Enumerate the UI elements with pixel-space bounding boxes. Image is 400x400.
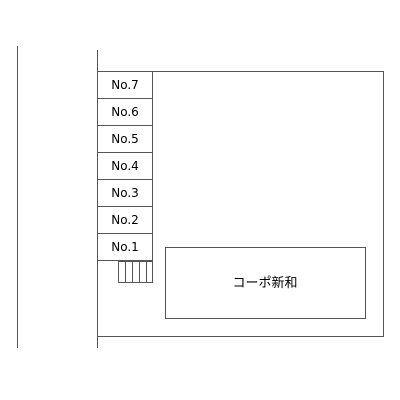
parking-slot-label: No.1	[111, 240, 139, 254]
parking-slot-label: No.5	[111, 132, 139, 146]
parking-slot-label: No.7	[111, 78, 139, 92]
parking-slot: No.7	[97, 71, 153, 99]
staircase-outline	[118, 261, 153, 283]
parking-slot-box	[97, 71, 153, 99]
building-outline	[165, 247, 366, 319]
parking-slot-box	[97, 233, 153, 261]
parking-slot: No.5	[97, 125, 153, 153]
staircase	[118, 261, 153, 283]
parking-slot-box	[97, 152, 153, 180]
parking-slot: No.1	[97, 233, 153, 261]
parking-slot-label: No.4	[111, 159, 139, 173]
parking-slot-box	[97, 98, 153, 126]
parking-slot-label: No.3	[111, 186, 139, 200]
parking-slot: No.6	[97, 98, 153, 126]
building: コーポ新和	[165, 247, 366, 319]
parking-slots: No.7No.6No.5No.4No.3No.2No.1	[97, 71, 153, 261]
parking-slot: No.3	[97, 179, 153, 207]
parking-slot-label: No.2	[111, 213, 139, 227]
parking-slot-label: No.6	[111, 105, 139, 119]
building-name: コーポ新和	[232, 275, 297, 291]
parking-slot-box	[97, 206, 153, 234]
parking-slot: No.2	[97, 206, 153, 234]
parking-slot: No.4	[97, 152, 153, 180]
parking-slot-box	[97, 125, 153, 153]
